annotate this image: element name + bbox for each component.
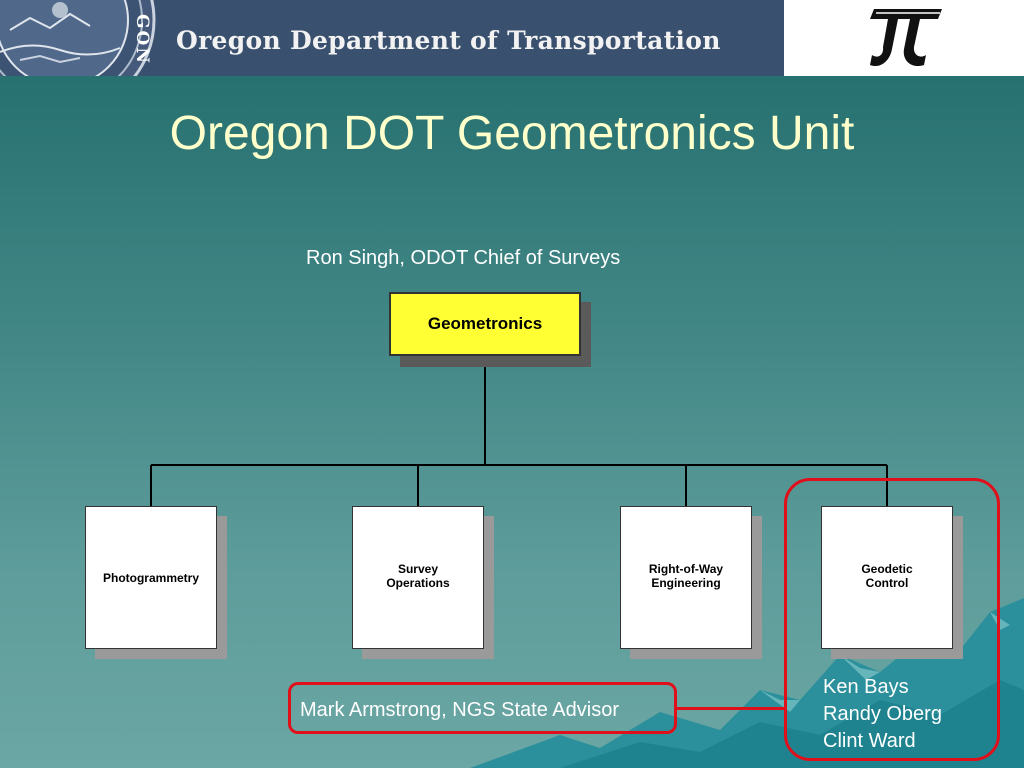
box-label-line: Right-of-Way — [648, 562, 724, 576]
box-label-line: Engineering — [651, 576, 721, 590]
advisor-highlight-frame — [288, 682, 677, 734]
ngs-state-advisor: Mark Armstrong, NGS State Advisor — [300, 699, 619, 721]
box-label-line: Survey — [397, 562, 438, 576]
staff-name: Clint Ward — [823, 730, 916, 752]
geodetic-staff-list: Ken Bays Randy Oberg Clint Ward — [823, 674, 942, 755]
chief-of-surveys: Ron Singh, ODOT Chief of Surveys — [306, 247, 621, 269]
geometronics-label: Geometronics — [427, 314, 543, 333]
geometronics-box: Geometronics — [389, 292, 581, 356]
advisor-connector-line — [677, 707, 785, 710]
odot-logo-icon — [870, 9, 942, 67]
seal-lettering: GON — [132, 13, 152, 65]
geodetic-control-box: Geodetic Control — [821, 506, 953, 649]
box-label-line: Control — [865, 576, 909, 590]
slide-title: Oregon DOT Geometronics Unit — [169, 107, 855, 160]
staff-name: Ken Bays — [823, 676, 909, 698]
agency-banner: GON Oregon Department of Transportation — [0, 0, 1024, 76]
box-label-line: Geodetic — [861, 562, 913, 576]
box-label-line: Operations — [386, 576, 450, 590]
box-label-line: Photogrammetry — [102, 571, 200, 585]
agency-name: Oregon Department of Transportation — [176, 26, 721, 55]
photogrammetry-box: Photogrammetry — [85, 506, 217, 649]
right-of-way-engineering-box: Right-of-Way Engineering — [620, 506, 752, 649]
staff-name: Randy Oberg — [823, 703, 942, 725]
oregon-state-seal-icon: GON — [0, 0, 160, 76]
geodetic-highlight-frame — [784, 478, 1000, 761]
survey-operations-box: Survey Operations — [352, 506, 484, 649]
